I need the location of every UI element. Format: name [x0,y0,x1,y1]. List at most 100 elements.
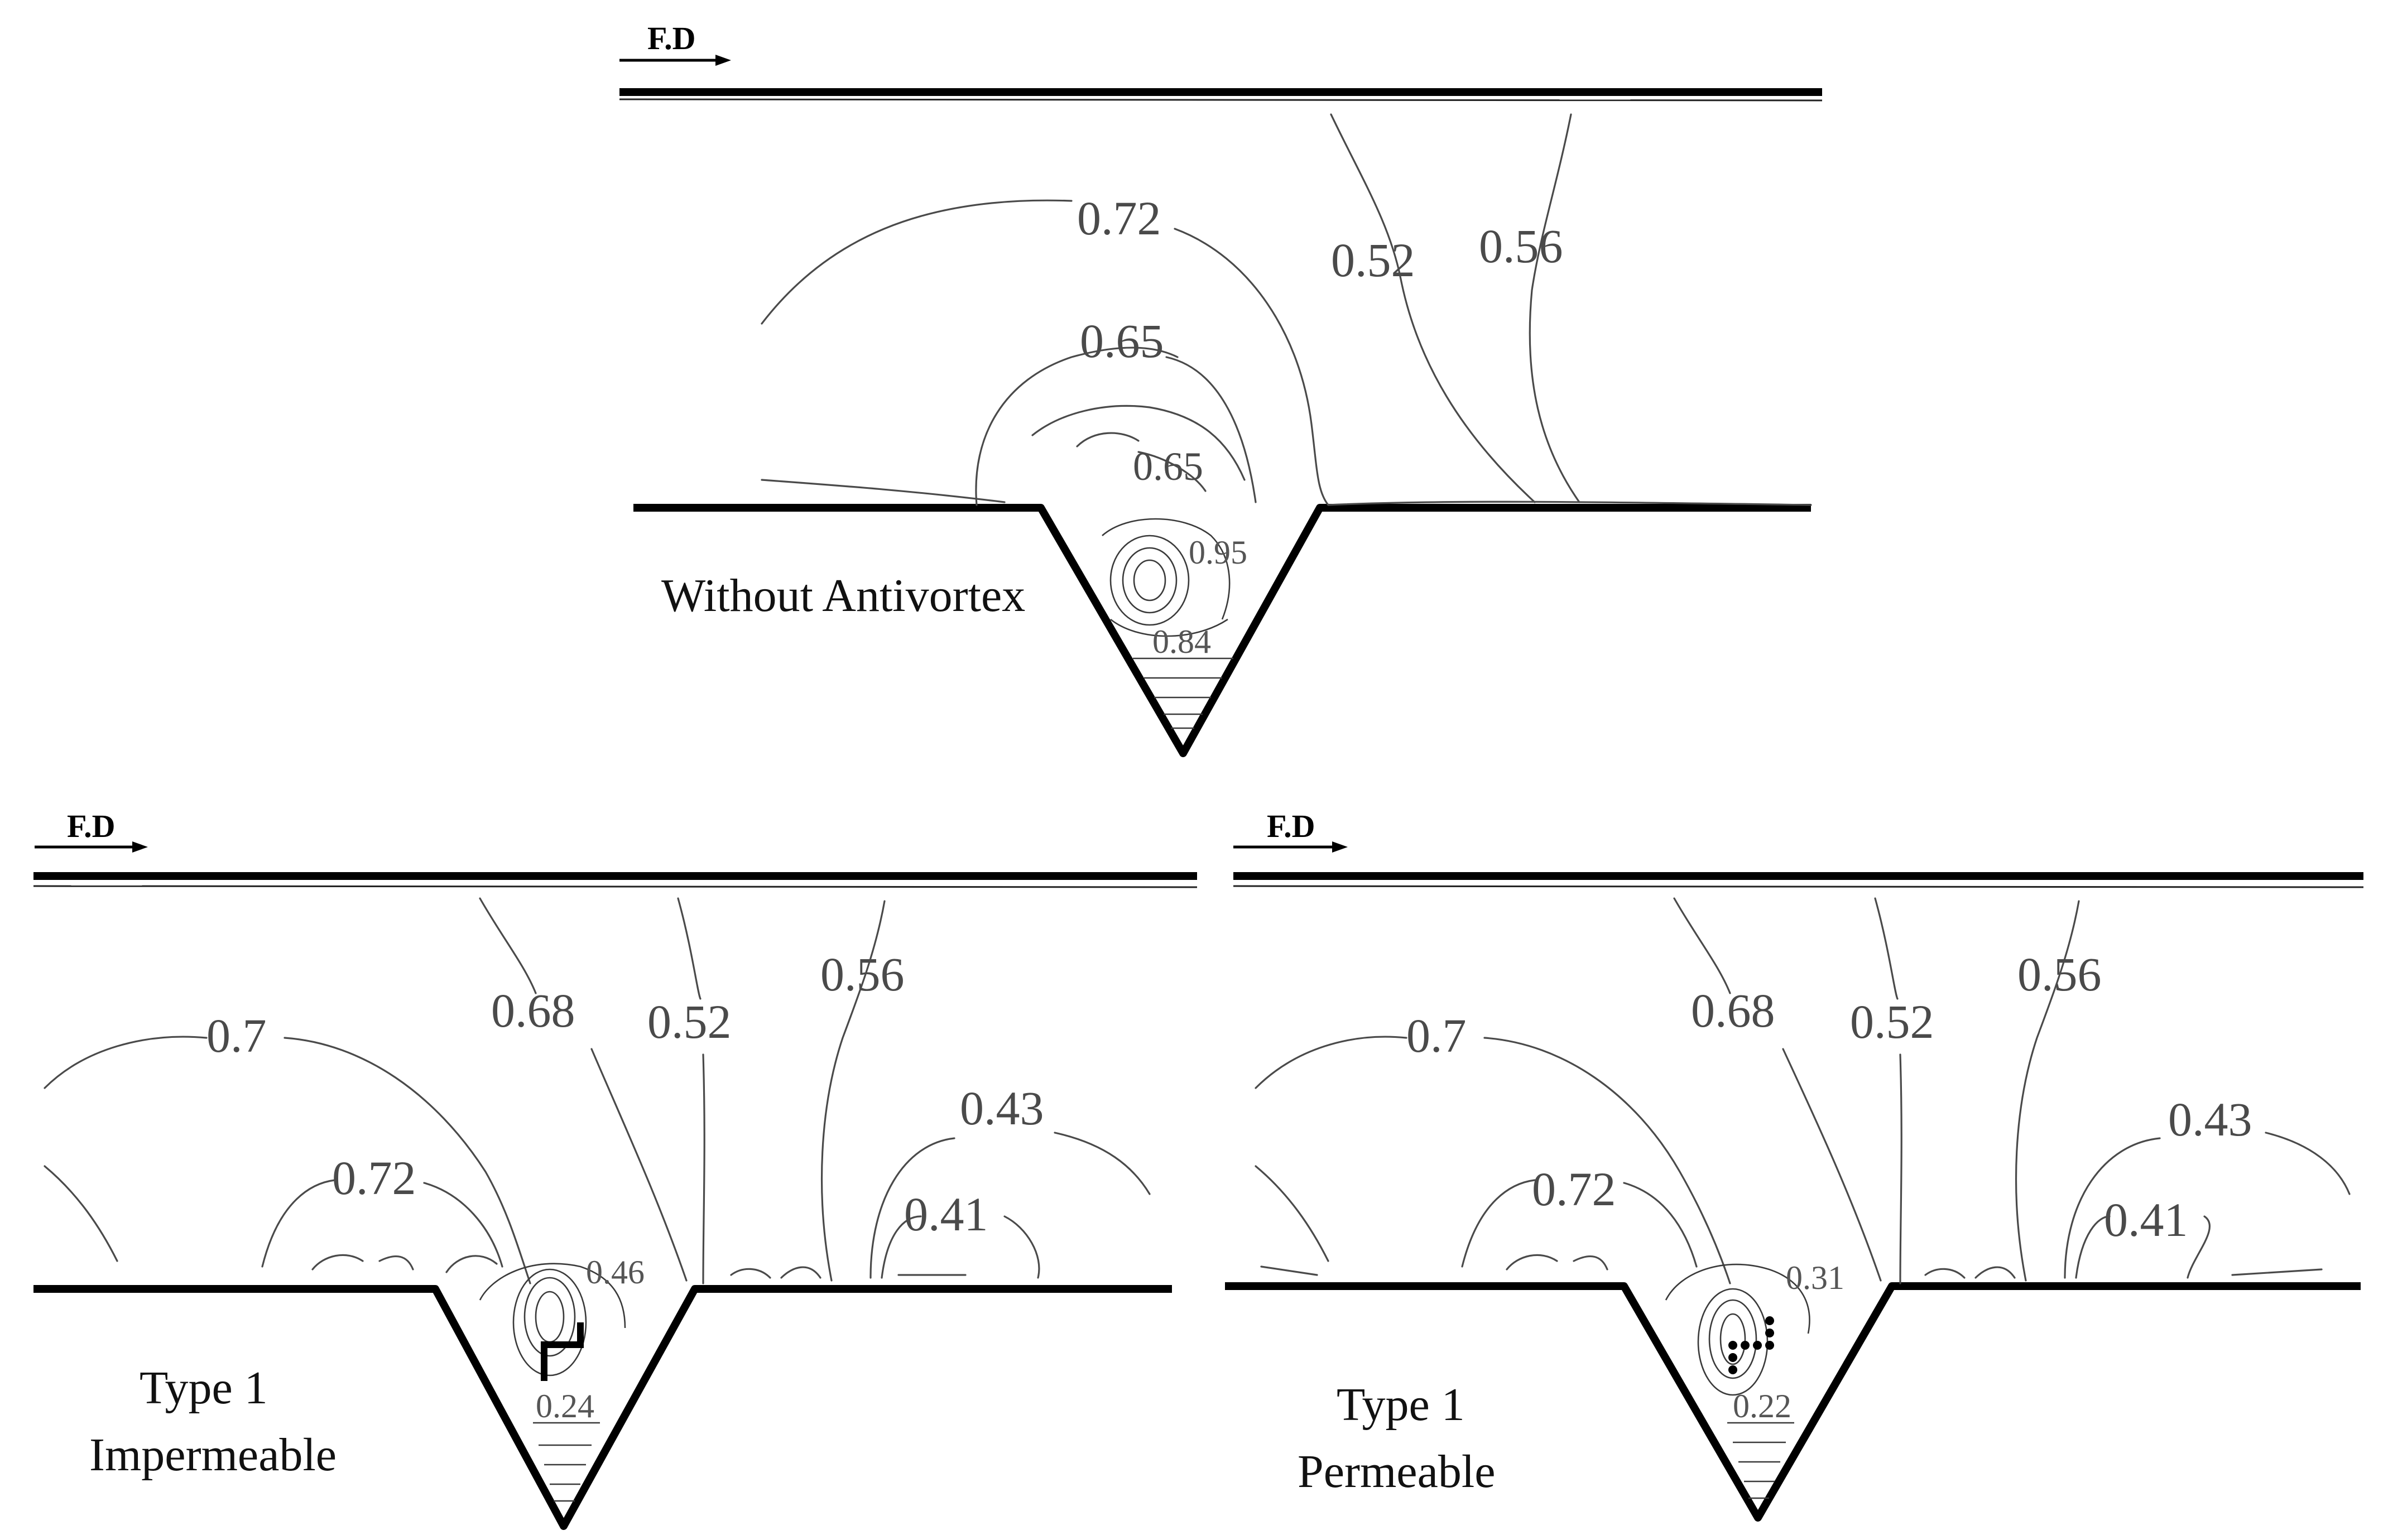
contour-line [780,1266,821,1279]
contour-line [44,1165,118,1262]
contour-line [1327,501,1812,506]
contour-line [1708,1299,1757,1379]
contour-line [479,897,537,994]
channel-bottom-wall-with-notch [33,1285,1172,1530]
contour-line [1031,405,1246,481]
panel-caption: Type 1 Permeable [1298,1379,1496,1498]
contour-line [1665,1263,1810,1334]
contour-line [1076,432,1140,447]
contour-line [1122,547,1178,614]
contour-line [761,479,1006,503]
contour-line [1110,618,1228,637]
contour-line [975,346,1179,506]
contour-line [820,900,886,1282]
contour-label: 0.41 [904,1187,988,1241]
panel-without-antivortex: F.D [619,20,1823,757]
flow-arrow-head-icon [715,55,731,66]
contour-line [1506,1254,1558,1270]
contour-line [1899,1053,1902,1284]
flow-direction-label: F.D [647,20,696,56]
flow-direction-label: F.D [1267,808,1315,844]
flow-direction-indicator: F.D [619,20,731,66]
contour-line [2265,1132,2351,1195]
flow-arrow-head-icon [1332,841,1348,853]
contour-line [730,1268,771,1279]
contour-line [1174,228,1329,506]
contour-label: 0.84 [1152,623,1211,660]
contour-label: 0.68 [491,984,575,1037]
contour-label: 0.41 [2104,1193,2188,1247]
contour-line [1054,1132,1151,1195]
panel-caption-line: Permeable [1298,1446,1496,1498]
contour-line [702,1053,705,1284]
contour-line [479,1263,626,1329]
contour-line [1165,356,1257,503]
flow-direction-label: F.D [67,808,116,844]
contour-line [1330,113,1536,503]
contour-label: 0.68 [1691,984,1775,1037]
panel-type1-impermeable: F.D [33,808,1198,1530]
contour-line [677,897,701,1000]
contour-line [1719,1313,1746,1365]
contour-label: 0.72 [1077,191,1161,245]
contour-label: 0.52 [1331,233,1415,287]
contour-line [881,1215,922,1279]
contour-label: 0.65 [1080,314,1164,368]
contour-label: 0.56 [2017,947,2102,1001]
permeable-plate-hole [1728,1365,1737,1374]
contour-label: 0.7 [1406,1009,1467,1062]
channel-top-wall-inner [1233,885,2364,888]
contour-label: 0.31 [1786,1259,1844,1296]
contour-line [1255,1165,1329,1262]
panel-caption: Without Antivortex [661,570,1025,622]
contour-line [1255,1036,1407,1089]
channel-bottom-wall-with-notch [1225,1282,2361,1522]
contour-label: 0.65 [1133,444,1203,489]
channel-bottom-wall-with-notch [633,504,1811,757]
contour-line [1483,1037,1731,1284]
contour-label: 0.56 [1479,219,1563,273]
permeable-plate-hole [1728,1353,1737,1362]
contour-label: 0.43 [960,1081,1044,1135]
contour-line [1461,1179,1536,1268]
contour-line [523,1277,576,1357]
panel-caption-line: Type 1 [140,1362,268,1414]
contour-label: 0.43 [2168,1093,2252,1146]
panel-type1-permeable: F.D [1225,808,2364,1522]
contour-line [1133,559,1166,601]
contour-label: 0.7 [206,1009,267,1062]
permeable-plate-hole [1728,1341,1737,1350]
contour-label: 0.95 [1189,534,1247,571]
contour-line [423,1182,503,1268]
contour-label: 0.52 [1850,995,1934,1048]
contour-line [284,1037,531,1284]
contour-line [2015,900,2080,1282]
permeable-plate-hole [1765,1316,1774,1325]
contour-line [1109,535,1190,626]
contour-label: 0.72 [332,1151,416,1205]
contour-line [1623,1182,1698,1268]
contour-lines [44,897,1151,1502]
antivortex-impermeable-plate [541,1322,584,1381]
contour-line [378,1255,414,1270]
contour-line [2231,1268,2323,1276]
contour-line [2075,1215,2111,1279]
flow-arrow-head-icon [132,841,148,853]
flow-direction-indicator: F.D [35,808,148,853]
contour-line [311,1254,364,1270]
contour-label: 0.52 [647,995,732,1048]
permeable-plate-hole [1753,1341,1762,1350]
contour-lines [1255,897,2351,1499]
contour-line [1782,1048,1882,1282]
panel-caption: Type 1 Impermeable [89,1362,337,1481]
channel-top-wall-inner [619,98,1823,102]
contour-line [445,1255,498,1273]
contour-line [1974,1266,2016,1279]
contour-labels: 0.7 0.68 0.52 0.56 0.43 0.72 0.41 0.31 0… [1406,947,2252,1424]
flow-direction-indicator: F.D [1233,808,1348,853]
contour-line [2064,1137,2161,1279]
panel-caption-line: Impermeable [89,1429,337,1481]
contour-line [1573,1255,1608,1270]
contour-label: 0.46 [586,1254,645,1291]
